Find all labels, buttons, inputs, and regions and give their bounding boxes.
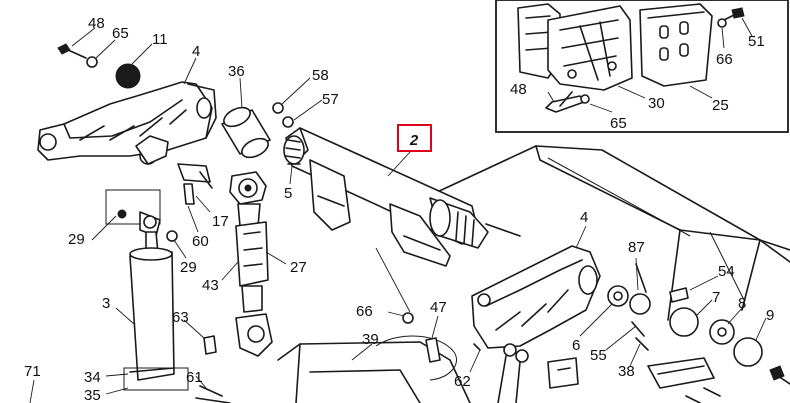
- callout-11: 11: [152, 31, 168, 48]
- callout-57: 57: [322, 91, 339, 108]
- inset-callout-66: 66: [716, 51, 733, 68]
- inset-callout-51: 51: [748, 33, 765, 50]
- lower-center-parts: 66 47 39 62: [277, 247, 489, 403]
- pin-assembly: 17 60: [177, 163, 229, 250]
- inset-callout-48: 48: [510, 81, 527, 98]
- inset-callout-30: 30: [648, 95, 665, 112]
- frame-body: [419, 145, 790, 321]
- callout-9: 9: [766, 307, 774, 324]
- callout-60: 60: [192, 233, 209, 250]
- callout-61: 61: [186, 369, 203, 386]
- callout-43: 43: [202, 277, 219, 294]
- highlight-box[interactable]: [397, 124, 432, 152]
- right-hardware: 87 54 7 8 9 6 55 38: [572, 239, 790, 403]
- callout-55: 55: [590, 347, 607, 364]
- link-rod-assembly: 27 43: [202, 171, 307, 357]
- callout-63: 63: [172, 309, 189, 326]
- callout-87: 87: [628, 239, 645, 256]
- callout-54: 54: [718, 263, 735, 280]
- hydraulic-cylinder: 29 29 3: [68, 189, 197, 391]
- inset-detail: 51 66 48 30 25 65: [495, 0, 789, 133]
- callout-6: 6: [572, 337, 580, 354]
- callout-48-top: 48: [88, 15, 105, 32]
- callout-29-left: 29: [68, 231, 85, 248]
- inset-callout-25: 25: [712, 97, 729, 114]
- callout-4-left: 4: [192, 43, 200, 60]
- callout-65-top: 65: [112, 25, 129, 42]
- callout-39: 39: [362, 331, 379, 348]
- highlighted-callout-2[interactable]: 2: [397, 124, 432, 152]
- bushing-36: 36: [221, 63, 271, 159]
- callout-34: 34: [84, 369, 101, 386]
- callout-17: 17: [212, 213, 229, 230]
- callout-8: 8: [738, 295, 746, 312]
- callout-5: 5: [284, 185, 292, 202]
- lower-left-parts: 63 61 71 34 35: [24, 309, 231, 403]
- callout-47: 47: [430, 299, 447, 316]
- callout-62: 62: [454, 373, 471, 390]
- left-arm-assembly: 48 65 11 4: [37, 15, 217, 165]
- main-shaft: [283, 127, 521, 267]
- callout-58: 58: [312, 67, 329, 84]
- callout-4-right: 4: [580, 209, 588, 226]
- callout-66: 66: [356, 303, 373, 320]
- callout-7: 7: [712, 289, 720, 306]
- right-arm-assembly: 4: [471, 209, 601, 403]
- highlight-label: 2: [409, 132, 419, 149]
- callout-36: 36: [228, 63, 245, 80]
- callout-29-right: 29: [180, 259, 197, 276]
- inset-callout-65: 65: [610, 115, 627, 132]
- hardware-58-57: 58 57 5: [272, 67, 339, 202]
- callout-3: 3: [102, 295, 110, 312]
- callout-27: 27: [290, 259, 307, 276]
- callout-38: 38: [618, 363, 635, 380]
- callout-35: 35: [84, 387, 101, 403]
- callout-71: 71: [24, 363, 41, 380]
